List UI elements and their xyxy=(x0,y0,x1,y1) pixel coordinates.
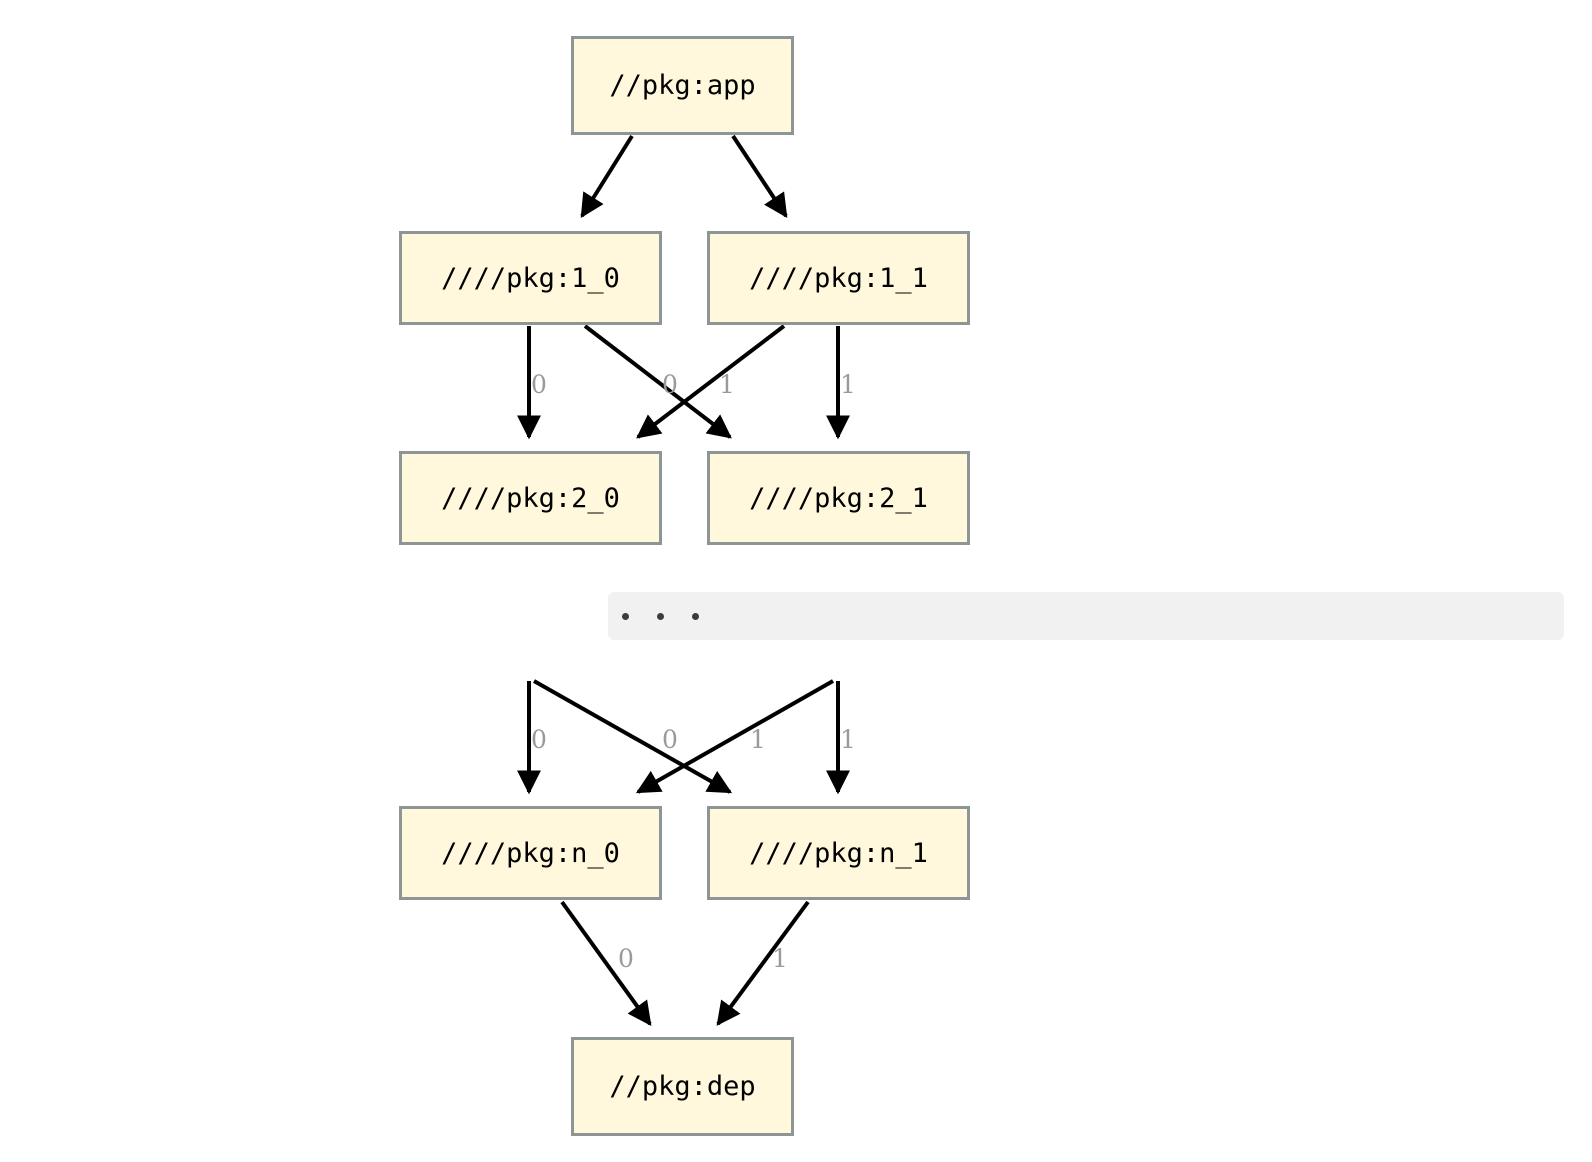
edge-label-n_0-to-dep: 0 xyxy=(618,944,634,973)
node-label: ////pkg:1_1 xyxy=(749,262,928,294)
edge-label-above-to-n_0-cross: 1 xyxy=(750,725,766,754)
edge-label-1_1-to-2_0: 1 xyxy=(719,370,735,399)
edge-label-1_0-to-2_1: 0 xyxy=(662,370,678,399)
truncation-ellipsis-band[interactable] xyxy=(608,592,1564,640)
node-label: //pkg:dep xyxy=(609,1071,756,1102)
edge-1_1-to-2_0 xyxy=(636,324,786,439)
node-pkg-1_1[interactable]: ////pkg:1_1 xyxy=(707,231,970,325)
edge-label-1_0-to-2_0: 0 xyxy=(531,370,547,399)
edge-label-above-to-n_1-cross: 0 xyxy=(662,725,678,754)
node-label: ////pkg:1_0 xyxy=(441,262,620,294)
ellipsis-dots xyxy=(622,612,699,620)
edge-label-1_1-to-2_1: 1 xyxy=(840,370,856,399)
edge-n_1-to-dep xyxy=(716,900,810,1026)
edge-above-to-n_1-cross xyxy=(533,679,733,794)
node-pkg-2_1[interactable]: ////pkg:2_1 xyxy=(707,451,970,545)
edge-label-above-to-n_0-straight: 0 xyxy=(531,725,547,754)
edge-label-n_1-to-dep: 1 xyxy=(772,944,788,973)
edge-label-above-to-n_1-straight: 1 xyxy=(840,725,856,754)
node-label: //pkg:app xyxy=(609,70,756,101)
ellipsis-dot-icon xyxy=(692,612,699,620)
node-pkg-1_0[interactable]: ////pkg:1_0 xyxy=(399,231,662,325)
edge-n_0-to-dep xyxy=(560,900,652,1026)
node-pkg-n_1[interactable]: ////pkg:n_1 xyxy=(707,806,970,900)
node-label: ////pkg:n_1 xyxy=(749,837,928,869)
edge-app-to-1_0 xyxy=(580,134,634,219)
node-pkg-dep[interactable]: //pkg:dep xyxy=(571,1037,794,1136)
edge-app-to-1_1 xyxy=(731,134,788,219)
node-label: ////pkg:2_0 xyxy=(441,482,620,514)
node-pkg-n_0[interactable]: ////pkg:n_0 xyxy=(399,806,662,900)
node-label: ////pkg:2_1 xyxy=(749,482,928,514)
edge-1_0-to-2_1 xyxy=(583,324,732,439)
node-pkg-2_0[interactable]: ////pkg:2_0 xyxy=(399,451,662,545)
node-pkg-app[interactable]: //pkg:app xyxy=(571,36,794,135)
ellipsis-dot-icon xyxy=(657,612,664,620)
ellipsis-dot-icon xyxy=(622,612,629,620)
node-label: ////pkg:n_0 xyxy=(441,837,620,869)
